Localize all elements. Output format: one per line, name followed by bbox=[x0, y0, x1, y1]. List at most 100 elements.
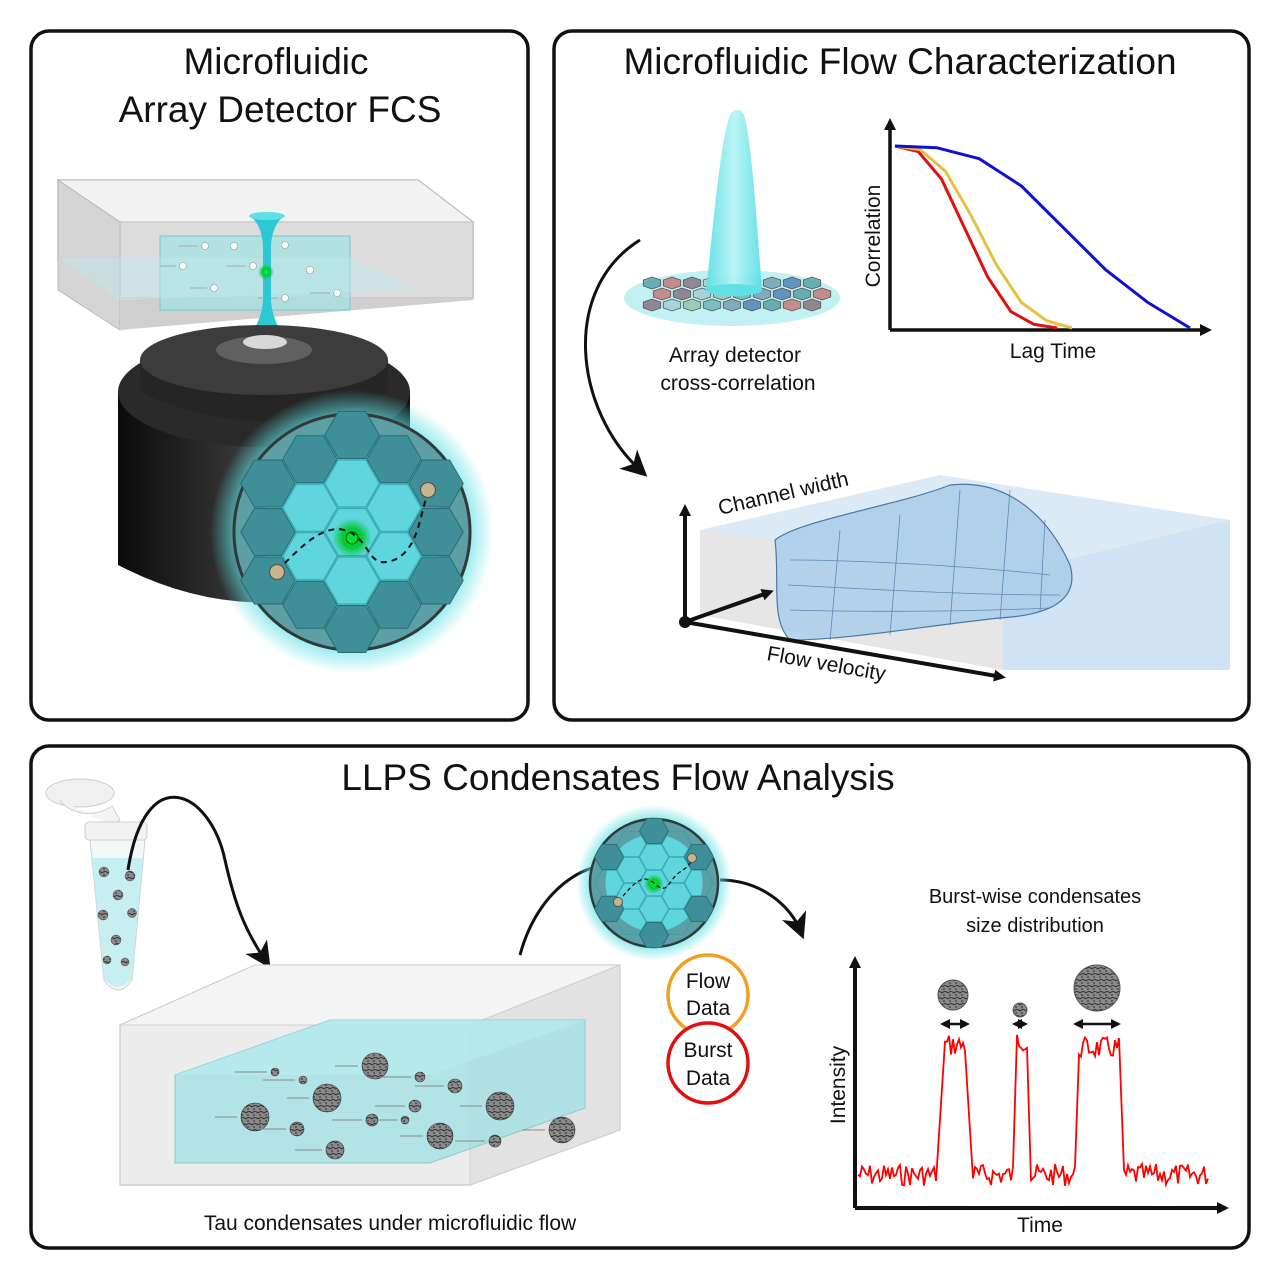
detector-a-pixel bbox=[282, 483, 338, 532]
condensate-size-icons bbox=[937, 964, 1121, 1018]
detector-b-pixel bbox=[661, 857, 692, 883]
detector-b-pixel bbox=[616, 909, 647, 935]
detector-plate-pixel bbox=[812, 287, 832, 301]
correlation-plot bbox=[884, 118, 1212, 336]
particles bbox=[179, 241, 341, 302]
tau-condensate-icon bbox=[400, 1115, 410, 1125]
tau-condensate-icon bbox=[488, 1134, 502, 1148]
panel-top-right-title: Microfluidic Flow Characterization bbox=[623, 41, 1176, 82]
detector-a-pixel bbox=[366, 580, 422, 629]
detector-b-pixel bbox=[661, 831, 692, 857]
detector-a-pixel bbox=[408, 508, 464, 556]
detector-a-pixel bbox=[240, 459, 296, 508]
detector-plate-pixel bbox=[642, 298, 662, 312]
tau-condensate-icon bbox=[408, 1099, 422, 1113]
detector-b-pixel bbox=[639, 844, 669, 870]
axis-depth bbox=[684, 589, 774, 624]
focal-spot-icon bbox=[258, 264, 274, 280]
tau-condensate-icon bbox=[361, 1052, 389, 1080]
detector-a-pixel bbox=[324, 411, 380, 459]
flow-data-line1: Flow bbox=[686, 970, 731, 993]
detector-a-pixel bbox=[324, 459, 380, 508]
detector-caption-line2: cross-correlation bbox=[660, 372, 815, 395]
tube-to-chip-arrow bbox=[126, 796, 271, 969]
detector-b-pixel bbox=[639, 870, 669, 896]
tau-condensate-icon bbox=[289, 1121, 305, 1137]
detector-b-pixel bbox=[639, 922, 669, 948]
detector-plate-pixel bbox=[772, 287, 792, 301]
detector-a-pixel bbox=[282, 580, 338, 629]
detector-b-pixel bbox=[639, 896, 669, 922]
particle-end-icon bbox=[419, 481, 437, 499]
detector-a-pixel bbox=[324, 507, 380, 557]
detector-plate-pixel bbox=[802, 276, 822, 290]
detector-b-pixel bbox=[684, 896, 714, 922]
detector-b-pixel bbox=[594, 844, 624, 870]
tau-condensate-icon bbox=[298, 1075, 308, 1085]
panel-bottom-title: LLPS Condensates Flow Analysis bbox=[341, 757, 894, 798]
analysis-arc-arrow-2 bbox=[719, 878, 807, 940]
array-detector-zoom bbox=[210, 390, 494, 674]
sample-tube-icon bbox=[45, 778, 148, 991]
detector-b-pixel bbox=[684, 844, 714, 870]
tau-condensate-icon bbox=[426, 1122, 454, 1150]
burst-data-line2: Data bbox=[686, 1067, 731, 1090]
detector-a-pixel bbox=[324, 605, 380, 653]
small-detector bbox=[576, 805, 732, 961]
detector-plate-pixel bbox=[722, 298, 742, 312]
detector-a-pixel bbox=[408, 556, 464, 605]
burst-trace-plot bbox=[849, 956, 1229, 1214]
flow-channel bbox=[159, 235, 351, 311]
detector-a-pixel bbox=[324, 556, 380, 605]
tau-condensate-icon bbox=[548, 1116, 576, 1144]
correlation-curve-blue bbox=[894, 144, 1191, 330]
flow-arrow-curve bbox=[584, 238, 648, 477]
burst-data-ring bbox=[666, 1021, 750, 1105]
plot-xlabel: Lag Time bbox=[1010, 340, 1096, 363]
detector-plate-pixel bbox=[762, 298, 782, 312]
detector-b-pixel bbox=[616, 857, 647, 883]
detector-plate-pixel bbox=[652, 287, 672, 301]
detector-plate-pixel bbox=[702, 298, 722, 312]
detector-b-pixel bbox=[616, 883, 647, 909]
trace-xlabel: Time bbox=[1017, 1214, 1063, 1237]
detector-plate-pixel bbox=[782, 298, 802, 312]
panel-top-left-title-line2: Array Detector FCS bbox=[119, 89, 442, 130]
detector-a-pixel bbox=[366, 532, 422, 581]
detector-b-pixel bbox=[594, 870, 624, 896]
axis-velocity bbox=[684, 620, 1006, 682]
tau-condensate-icon bbox=[414, 1071, 426, 1083]
detector-a-pixel bbox=[282, 435, 338, 484]
intensity-trace bbox=[857, 1034, 1209, 1188]
detector-b-pixel bbox=[661, 909, 692, 935]
microfluidic-chip bbox=[56, 179, 475, 331]
tau-condensate-icon bbox=[447, 1078, 463, 1094]
burst-title-line1: Burst-wise condensates bbox=[929, 886, 1141, 908]
correlation-curve-red bbox=[894, 144, 1058, 330]
plot-ylabel: Correlation bbox=[862, 185, 885, 288]
laser-beam bbox=[249, 212, 285, 334]
detector-a-pixel bbox=[240, 508, 296, 556]
tau-condensate-icon bbox=[270, 1067, 280, 1077]
burst-data-line1: Burst bbox=[683, 1039, 732, 1062]
detector-b-pixel bbox=[684, 870, 714, 896]
detector-plate-pixel bbox=[802, 298, 822, 312]
detector-a-pixel bbox=[366, 435, 422, 484]
tau-condensate-icon bbox=[312, 1083, 342, 1113]
tau-condensate-icon bbox=[325, 1140, 345, 1160]
detector-plate-pixel bbox=[782, 276, 802, 290]
detector-peak-diagram bbox=[624, 109, 840, 326]
detector-caption-line1: Array detector bbox=[669, 344, 801, 367]
detector-a-pixel bbox=[366, 483, 422, 532]
detector-plate-pixel bbox=[762, 276, 782, 290]
correlation-curve-yellow bbox=[894, 144, 1073, 330]
panel-top-left-title-line1: Microfluidic bbox=[183, 41, 368, 82]
flow-data-line2: Data bbox=[686, 997, 731, 1020]
detector-b-pixel bbox=[661, 883, 692, 909]
bottom-chip bbox=[119, 964, 621, 1186]
detector-plate-pixel bbox=[662, 276, 682, 290]
channel-caption: Tau condensates under microfluidic flow bbox=[204, 1212, 577, 1235]
flow-profile-3d bbox=[679, 475, 1230, 682]
detector-plate-pixel bbox=[792, 287, 812, 301]
